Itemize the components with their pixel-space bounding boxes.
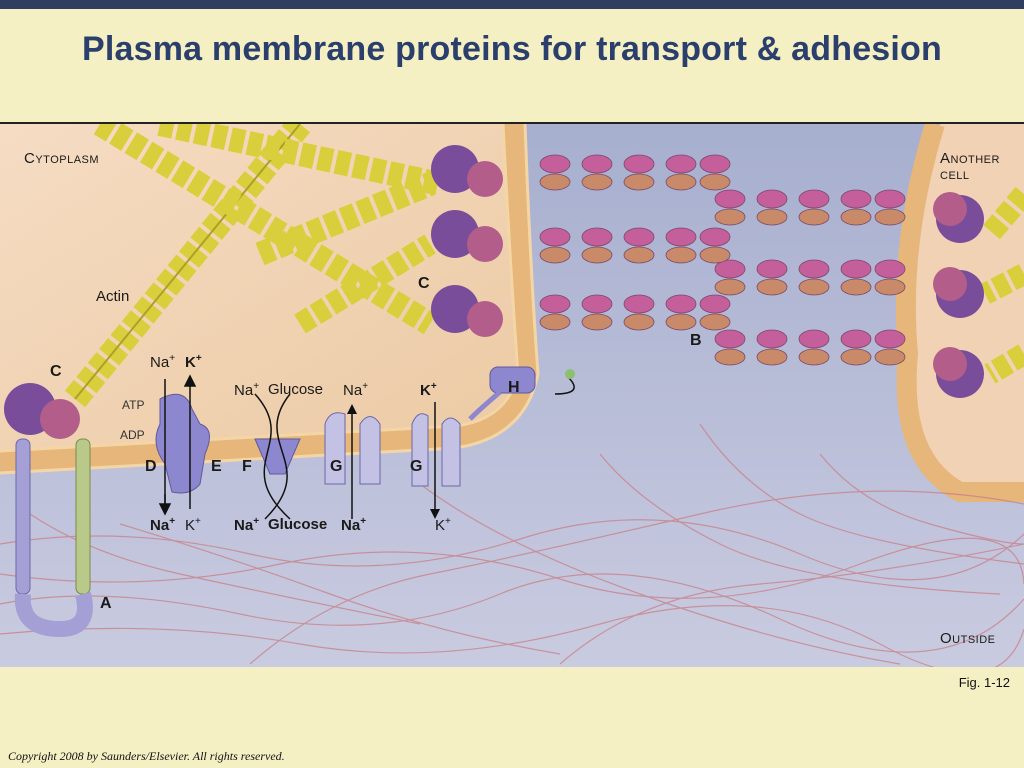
anchor-complexes-left	[431, 145, 503, 337]
another-cell-label-line1: Another	[940, 150, 1000, 167]
cotrans-in-glucose-label: Glucose	[268, 381, 324, 398]
label-a: A	[100, 595, 112, 612]
another-cell-membrane	[895, 124, 1024, 502]
cadherin-chains	[539, 154, 906, 366]
channel-na-in-label: Na+	[343, 381, 369, 399]
adp-label: ADP	[120, 428, 145, 442]
label-g1: G	[330, 458, 343, 475]
cotrans-out-glucose-label: Glucose	[268, 516, 328, 533]
membrane-diagram: Cytoplasm Another cell Outside Actin A B…	[0, 122, 1024, 667]
cotrans-in-na-label: Na+	[234, 381, 260, 399]
receptor-h	[468, 366, 575, 421]
pump-in-k-label: K+	[185, 353, 202, 371]
another-cell-label-line2: cell	[940, 166, 970, 183]
actin-filaments	[64, 124, 1024, 408]
label-g2: G	[410, 458, 423, 475]
cotrans-out-na-label: Na+	[234, 516, 260, 534]
extracellular-matrix	[0, 423, 1024, 667]
label-h: H	[508, 379, 520, 396]
channel-k-out-label: K+	[435, 516, 451, 534]
pump-in-na-label: Na+	[150, 353, 176, 371]
diagram-artwork	[0, 124, 1024, 667]
label-d: D	[145, 458, 157, 475]
outside-label: Outside	[940, 630, 996, 647]
plasma-membrane	[0, 124, 540, 473]
pump-arrows	[158, 374, 197, 516]
slide-title: Plasma membrane proteins for transport &…	[82, 30, 942, 68]
header-bar	[0, 0, 1024, 9]
integrin-complex	[4, 383, 93, 638]
pump-out-na-label: Na+	[150, 516, 176, 534]
actin-label: Actin	[96, 288, 130, 305]
ion-channels	[324, 402, 461, 519]
label-b: B	[690, 332, 702, 349]
copyright-notice: Copyright 2008 by Saunders/Elsevier. All…	[8, 749, 285, 763]
label-f: F	[242, 458, 252, 475]
cytoplasm-label: Cytoplasm	[24, 150, 100, 167]
atp-label: ATP	[122, 398, 145, 412]
label-e: E	[211, 458, 222, 475]
pump-out-k-label: K+	[185, 516, 201, 534]
figure-number: Fig. 1-12	[958, 675, 1010, 690]
channel-k-in-label: K+	[420, 381, 437, 399]
channel-na-out-label: Na+	[341, 516, 367, 534]
label-c-top: C	[418, 275, 430, 292]
glucose-cotransporter	[254, 393, 301, 520]
anchor-complexes-right	[933, 192, 984, 398]
label-c-left: C	[50, 363, 62, 380]
